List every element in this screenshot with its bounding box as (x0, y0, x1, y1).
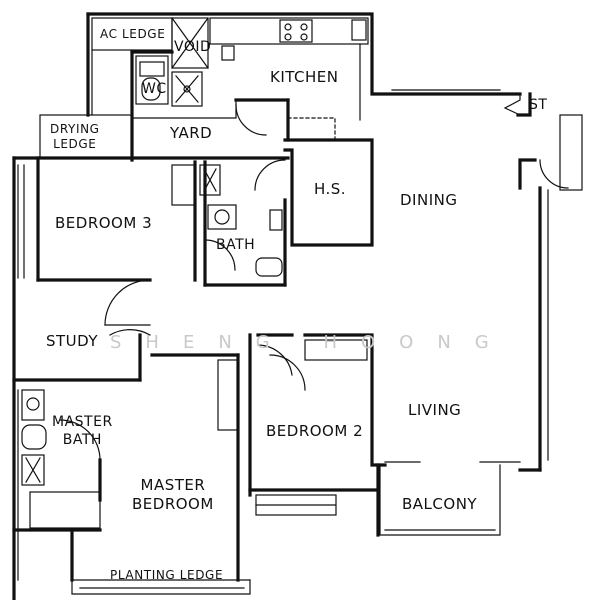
study-label: STUDY (46, 332, 99, 350)
hs-label: H.S. (314, 180, 347, 198)
drying-ledge-label: DRYING LEDGE (50, 122, 100, 151)
st-label: ST (529, 97, 548, 113)
wc-label: WC (142, 81, 167, 97)
void-label: VOID (174, 39, 212, 55)
yard-label: YARD (170, 124, 213, 142)
bath-label: BATH (216, 237, 256, 253)
master-bedroom-label: MASTER BEDROOM (132, 476, 214, 513)
watermark: SHENG HOONG (110, 332, 513, 353)
door-swings (59, 104, 569, 461)
planting-ledge-label: PLANTING LEDGE (110, 568, 224, 582)
living-label: LIVING (408, 401, 462, 419)
bedroom-2-label: BEDROOM 2 (266, 422, 364, 440)
kitchen-label: KITCHEN (270, 68, 339, 86)
balcony-label: BALCONY (402, 495, 478, 513)
detail-lines (17, 17, 583, 595)
bedroom-3-label: BEDROOM 3 (55, 214, 153, 232)
dining-label: DINING (400, 191, 458, 209)
master-bath-label: MASTER BATH (52, 414, 113, 448)
structural-walls (12, 12, 542, 600)
ac-ledge-label: AC LEDGE (100, 27, 166, 41)
